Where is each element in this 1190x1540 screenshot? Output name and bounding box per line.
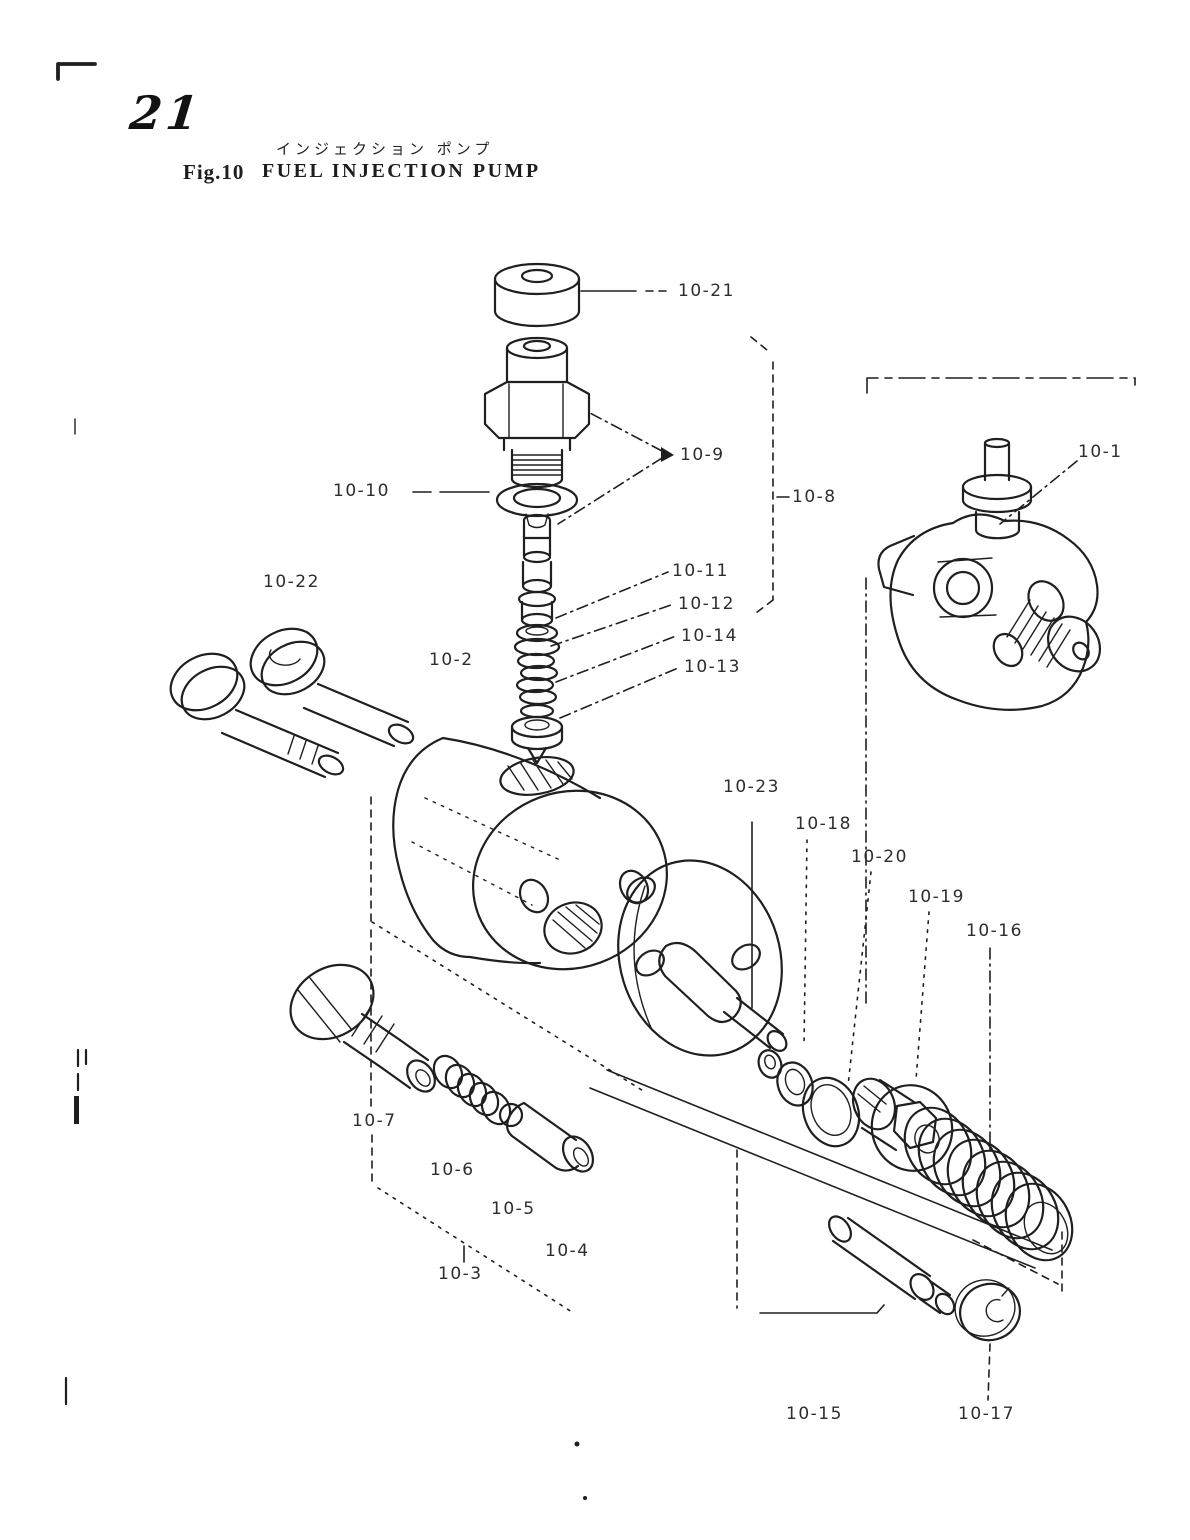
figure-title-japanese: インジェクション ポンプ xyxy=(276,140,494,158)
plunger-guide xyxy=(851,1077,954,1172)
part-label-10-19: 10-19 xyxy=(908,887,965,907)
seal-rings xyxy=(757,1049,861,1148)
valve-seat-cylinder xyxy=(506,1101,595,1173)
part-label-10-4: 10-4 xyxy=(545,1241,590,1261)
part-label-10-17: 10-17 xyxy=(958,1404,1015,1424)
part-label-10-2: 10-2 xyxy=(429,650,474,670)
part-valve-holder xyxy=(483,336,591,489)
pump-housing xyxy=(392,736,668,971)
check-valve-group xyxy=(289,796,646,1313)
mounting-bolts xyxy=(169,627,415,779)
part-label-10-10: 10-10 xyxy=(333,481,390,501)
joint-bolt xyxy=(289,963,436,1093)
part-label-10-20: 10-20 xyxy=(851,847,908,867)
part-label-10-6: 10-6 xyxy=(430,1160,475,1180)
check-valve-ball xyxy=(498,1102,524,1128)
part-label-10-23: 10-23 xyxy=(723,777,780,797)
bolt-upper xyxy=(249,627,415,748)
guide-bar-lines xyxy=(589,1069,1053,1269)
part-valve-stack xyxy=(510,590,564,765)
figure-label: Fig.10 xyxy=(183,160,245,184)
part-valve-stem xyxy=(521,513,553,594)
part-label-10-1: 10-1 xyxy=(1078,442,1123,462)
figure-title-english: FUEL INJECTION PUMP xyxy=(262,160,541,182)
tappet-flange xyxy=(617,859,788,1057)
page-number: 21 xyxy=(127,86,205,140)
tappet-disc xyxy=(954,1279,1021,1401)
part-cap-nut xyxy=(493,262,581,328)
pump-assembly-body xyxy=(877,437,1102,711)
part-label-10-13: 10-13 xyxy=(684,657,741,677)
part-label-10-5: 10-5 xyxy=(491,1199,536,1219)
scan-artifacts xyxy=(56,62,587,1500)
part-label-10-14: 10-14 xyxy=(681,626,738,646)
part-label-10-22: 10-22 xyxy=(263,572,320,592)
pushrod xyxy=(827,1215,956,1316)
check-valve-spring xyxy=(432,1054,512,1126)
plunger-spring xyxy=(903,1106,1074,1262)
left-group-frame xyxy=(370,796,646,1313)
part-label-10-9: 10-9 xyxy=(680,445,725,465)
part-label-10-15: 10-15 xyxy=(786,1404,843,1424)
part-label-10-11: 10-11 xyxy=(672,561,729,581)
part-washer xyxy=(495,482,579,529)
leader-lines-top xyxy=(412,290,790,719)
part-label-10-16: 10-16 xyxy=(966,921,1023,941)
part-label-10-7: 10-7 xyxy=(352,1111,397,1131)
assembled-pump xyxy=(865,377,1136,1009)
part-label-10-8: 10-8 xyxy=(792,487,837,507)
right-group-leaders xyxy=(736,821,1063,1314)
part-label-10-21: 10-21 xyxy=(678,281,735,301)
part-label-10-12: 10-12 xyxy=(678,594,735,614)
part-label-10-18: 10-18 xyxy=(795,814,852,834)
part-label-10-3: 10-3 xyxy=(438,1264,483,1284)
delivery-valve-column xyxy=(412,262,790,765)
bolt-lower xyxy=(169,652,345,779)
